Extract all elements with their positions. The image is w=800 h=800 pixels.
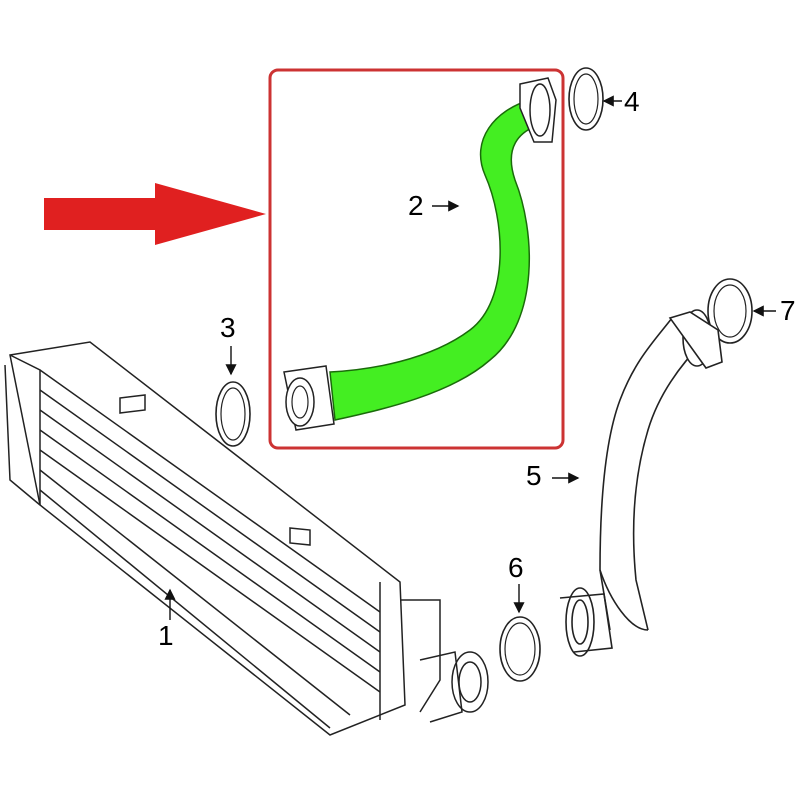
seal-ring-part-4[interactable] [568,67,604,131]
callout-5: 5 [526,460,542,491]
hose-part-5[interactable] [559,309,723,657]
intercooler-part-1[interactable] [4,341,489,736]
hose-part-2[interactable] [283,77,557,431]
seal-ring-part-7[interactable] [707,278,753,344]
callout-3: 3 [220,312,236,343]
callout-1: 1 [158,620,174,651]
callout-6: 6 [508,552,524,583]
highlight-box [268,68,565,450]
callout-4: 4 [624,86,640,117]
seal-ring-part-6[interactable] [499,616,541,682]
seal-ring-part-3[interactable] [215,381,251,447]
callout-7: 7 [780,295,796,326]
callout-2: 2 [408,190,424,221]
leader-lines [164,95,776,620]
red-arrow-icon [44,183,266,245]
